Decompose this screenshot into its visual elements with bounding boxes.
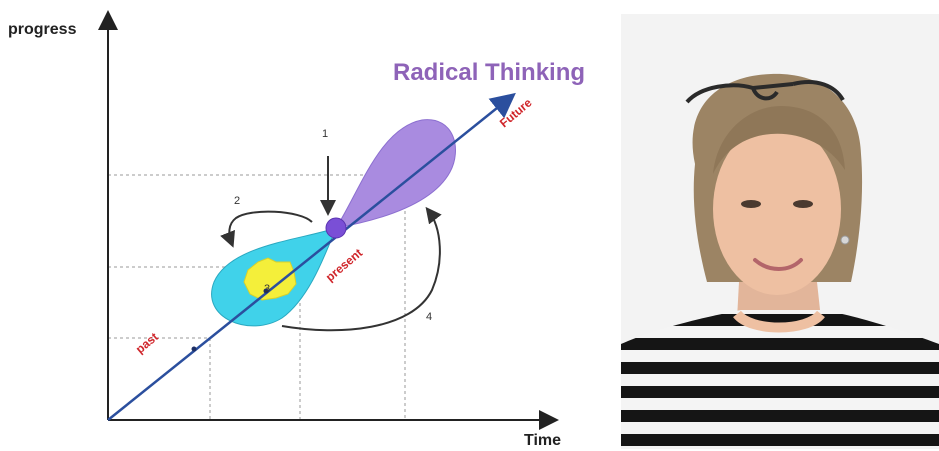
step-4-label: 4 — [426, 311, 432, 323]
future-label: Future — [497, 95, 535, 130]
glasses-icon — [685, 80, 845, 104]
diagram-title: Radical Thinking — [393, 59, 585, 86]
striped-shirt — [621, 310, 939, 449]
core-shape — [243, 257, 297, 301]
hair-fringe — [713, 106, 845, 174]
present-label: present — [323, 246, 365, 285]
guide-lines — [108, 174, 406, 420]
earring — [840, 235, 850, 245]
past-label: past — [133, 330, 161, 357]
neckline — [733, 310, 825, 333]
portrait-photo — [621, 14, 939, 449]
arrow-4 — [281, 206, 442, 332]
future-lobe — [334, 119, 456, 229]
x-axis-label: Time — [524, 432, 561, 449]
portrait-illustration — [621, 14, 939, 449]
present-dot — [325, 217, 347, 239]
time-arrow — [107, 92, 516, 421]
step-3-label: 3 — [264, 283, 270, 295]
radical-thinking-diagram: progress Time Radical Thinking Future pr… — [8, 10, 585, 449]
step-2-label: 2 — [234, 195, 240, 207]
neck — [737, 282, 821, 319]
left-eye — [741, 200, 761, 208]
arrow-marker — [263, 288, 269, 294]
face — [713, 123, 841, 295]
mouth — [753, 258, 803, 271]
arrow-2 — [220, 210, 313, 248]
arrow-marker — [191, 346, 197, 352]
right-eye — [793, 200, 813, 208]
step-1-label: 1 — [322, 128, 328, 140]
y-axis-label: progress — [8, 21, 77, 38]
